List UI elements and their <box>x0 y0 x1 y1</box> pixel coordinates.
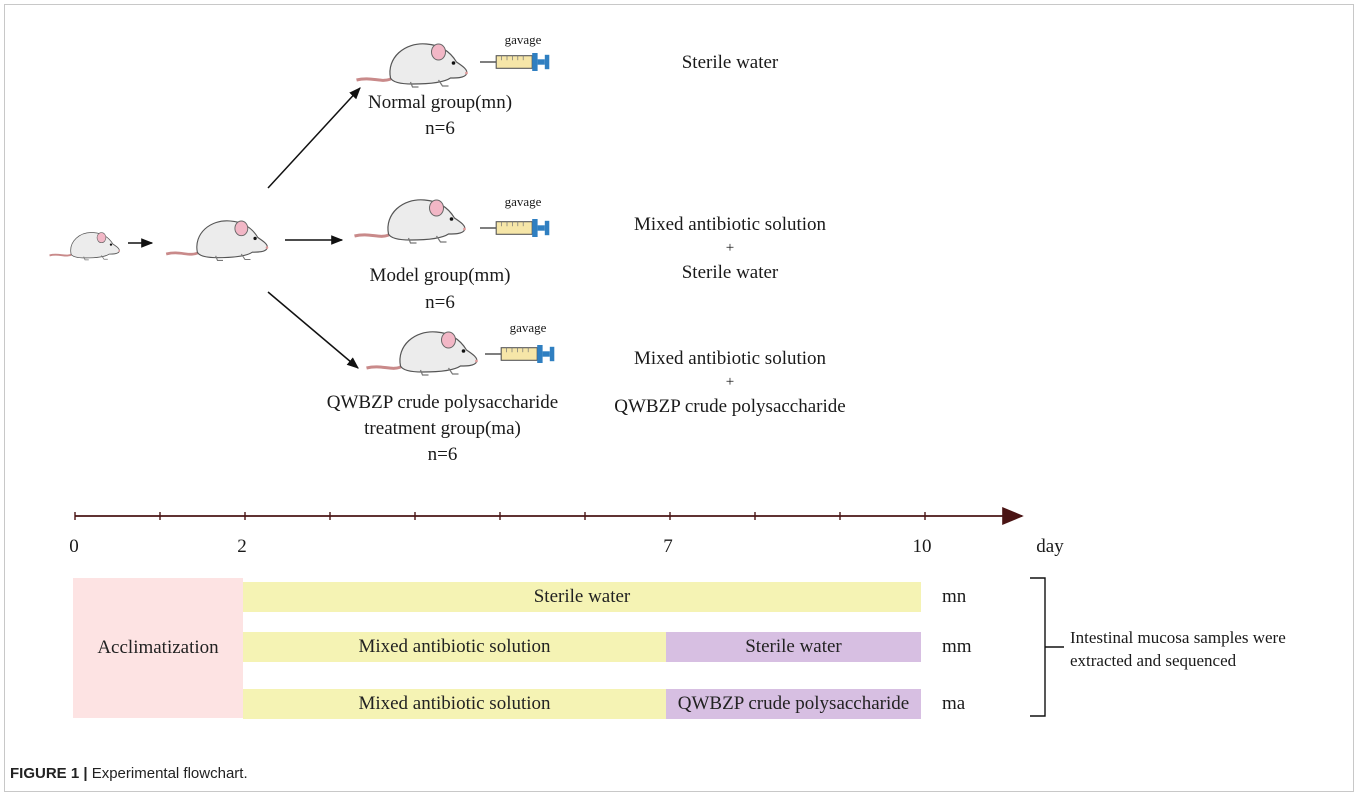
group-name-treatment-line2: treatment group(ma) <box>364 418 521 439</box>
syringe-icon-treatment <box>485 344 555 364</box>
group-n-treatment: n=6 <box>427 444 458 465</box>
outcome-line1: Intestinal mucosa samples were <box>1070 628 1286 647</box>
mouse-icon-normal <box>354 42 470 89</box>
row-code-mm: mm <box>942 636 972 657</box>
schedule-mm-segment-1-label: Mixed antibiotic solution <box>358 636 551 657</box>
mouse-icon-treatment <box>364 330 480 377</box>
mouse-icon-juvenile <box>48 231 122 261</box>
group-name-normal: Normal group(mn) <box>367 92 513 113</box>
treatment-model-line2: + <box>725 240 735 256</box>
outcome-line2: extracted and sequenced <box>1070 651 1237 670</box>
treatment-model-line1: Mixed antibiotic solution <box>633 214 827 235</box>
treatment-ma-line3: QWBZP crude polysaccharide <box>614 396 846 417</box>
group-n-normal: n=6 <box>425 118 455 139</box>
treatment-model-line3: Sterile water <box>681 262 779 283</box>
figure-frame <box>4 4 1354 792</box>
schedule-mm-segment-2-label: Sterile water <box>745 636 842 657</box>
tick-label-day-10: 10 <box>912 536 932 557</box>
timeline-unit-label: day <box>1036 536 1064 557</box>
timeline-ticks <box>74 512 926 520</box>
schedule-mn-segment-1-label: Sterile water <box>533 586 631 607</box>
schedule-ma-segment-1-label: Mixed antibiotic solution <box>358 693 551 714</box>
schedule-mm-segment-2: Sterile water <box>666 632 921 662</box>
treatment-ma-line1: Mixed antibiotic solution <box>633 348 827 369</box>
schedule-mm-segment-1: Mixed antibiotic solution <box>243 632 666 662</box>
arrow-icon-to-normal <box>267 87 361 189</box>
tick-label-day-0: 0 <box>69 536 79 557</box>
syringe-icon-model <box>480 218 550 238</box>
schedule-mn-segment-1: Sterile water <box>243 582 921 612</box>
treatment-normal-line1: Sterile water <box>681 52 779 73</box>
schedule-ma-segment-2: QWBZP crude polysaccharide <box>666 689 921 719</box>
caption-label: FIGURE 1 | <box>10 765 88 782</box>
schedule-ma-segment-1: Mixed antibiotic solution <box>243 689 666 719</box>
group-n-model: n=6 <box>425 292 455 313</box>
arrow-icon-to-treatment <box>267 291 359 369</box>
schedule-ma-segment-2-label: QWBZP crude polysaccharide <box>677 693 910 714</box>
caption-text: Experimental flowchart. <box>87 765 248 782</box>
tick-label-day-7: 7 <box>663 536 673 557</box>
acclimatization-bar: Acclimatization <box>73 578 243 718</box>
row-code-ma: ma <box>942 693 966 714</box>
gavage-label-treatment: gavage <box>509 320 547 335</box>
group-name-model: Model group(mm) <box>369 265 511 286</box>
gavage-label-model: gavage <box>504 194 542 209</box>
figure-caption: FIGURE 1 | Experimental flowchart. <box>10 765 248 782</box>
mouse-icon-adult <box>164 219 270 262</box>
group-name-treatment-line1: QWBZP crude polysaccharide <box>326 392 559 413</box>
mouse-icon-model <box>352 198 468 245</box>
treatment-ma-line2: + <box>725 374 735 390</box>
bracket-icon <box>1030 577 1046 717</box>
acclimatization-label: Acclimatization <box>97 637 219 658</box>
tick-label-day-2: 2 <box>237 536 247 557</box>
gavage-label-normal: gavage <box>504 32 542 47</box>
syringe-icon-normal <box>480 52 550 72</box>
row-code-mn: mn <box>942 586 967 607</box>
